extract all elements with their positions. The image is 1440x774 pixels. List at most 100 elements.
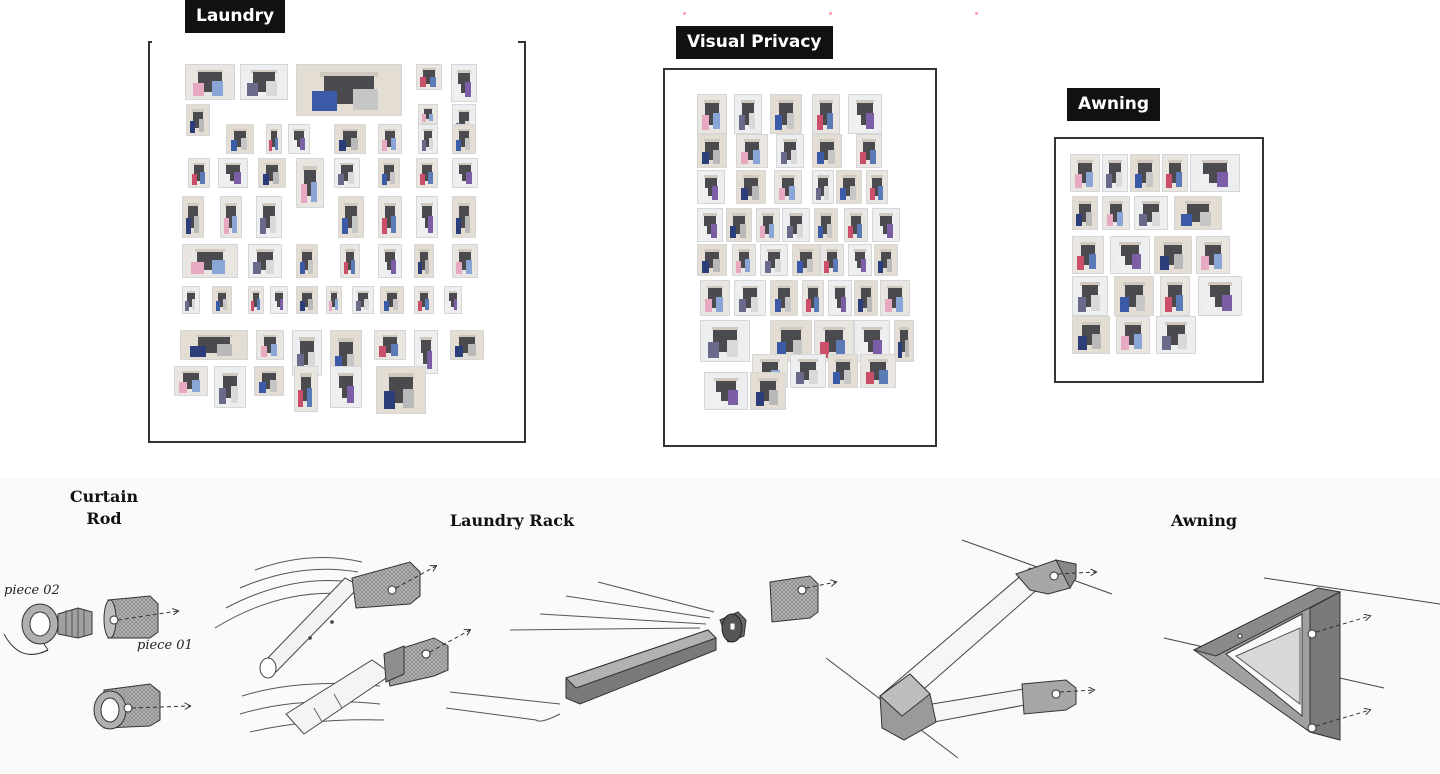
privacy-photo bbox=[790, 354, 826, 388]
privacy-photo bbox=[866, 170, 888, 204]
laundry-photo bbox=[182, 286, 200, 314]
laundry-photo bbox=[450, 330, 484, 360]
awning-photo bbox=[1102, 154, 1128, 192]
awning-photo bbox=[1116, 316, 1150, 354]
awning-bracket-drawing bbox=[1163, 577, 1440, 741]
laundry-photo bbox=[294, 366, 318, 412]
laundry-photo bbox=[214, 366, 246, 408]
laundry-photo bbox=[418, 104, 438, 124]
laundry-photo bbox=[452, 244, 478, 278]
privacy-photo bbox=[874, 244, 898, 276]
privacy-photo bbox=[760, 244, 788, 276]
curtain-rod-drawing bbox=[3, 595, 190, 730]
laundry-photo bbox=[334, 158, 360, 188]
laundry-photo bbox=[380, 286, 404, 314]
awning-photo bbox=[1198, 276, 1242, 316]
assembled-rod bbox=[93, 683, 190, 730]
laundry-photo bbox=[338, 196, 364, 238]
privacy-photo bbox=[782, 208, 810, 242]
laundry-photo bbox=[444, 286, 462, 314]
laundry-photo bbox=[256, 330, 284, 360]
privacy-photo bbox=[732, 244, 756, 276]
privacy-photo bbox=[697, 208, 723, 242]
piece-02-label: piece 02 bbox=[4, 583, 60, 598]
components-panel: Curtain Rod Laundry Rack Awning piece 02… bbox=[0, 478, 1440, 774]
privacy-photo bbox=[697, 244, 727, 276]
privacy-photo bbox=[802, 280, 824, 316]
awning-photo bbox=[1072, 276, 1108, 316]
privacy-photo bbox=[697, 134, 727, 168]
awning-photo bbox=[1072, 316, 1110, 354]
laundry-photo bbox=[326, 286, 342, 314]
awning-photo bbox=[1114, 276, 1154, 316]
laundry-photo bbox=[416, 196, 438, 238]
laundry-photo bbox=[212, 286, 232, 314]
laundry-photo bbox=[414, 330, 438, 374]
laundry-photo bbox=[452, 158, 478, 188]
photo-collage-panel: Laundry Visual Privacy Awning bbox=[148, 0, 1264, 447]
laundry-photo bbox=[340, 244, 360, 278]
laundry-photo bbox=[378, 244, 402, 278]
privacy-photo bbox=[828, 354, 858, 388]
privacy-photo bbox=[774, 170, 802, 204]
laundry-photo bbox=[296, 286, 318, 314]
awning-photo bbox=[1072, 236, 1104, 274]
awning-photo bbox=[1174, 196, 1222, 230]
laundry-rack-heading: Laundry Rack bbox=[449, 511, 575, 530]
piece-02-ring bbox=[3, 603, 93, 655]
awning-photo bbox=[1162, 154, 1188, 192]
laundry-photo bbox=[418, 124, 438, 154]
curtain-rod-heading: Curtain Rod bbox=[69, 487, 139, 528]
privacy-photo bbox=[880, 280, 910, 316]
laundry-photo bbox=[220, 196, 242, 238]
laundry-photo bbox=[352, 286, 374, 314]
privacy-photo bbox=[700, 280, 730, 316]
awning-photo bbox=[1110, 236, 1150, 274]
laundry-photo bbox=[376, 366, 426, 414]
privacy-photo bbox=[792, 244, 820, 276]
privacy-photo bbox=[734, 94, 762, 134]
awning-photo bbox=[1070, 154, 1100, 192]
laundry-photo bbox=[296, 158, 324, 208]
privacy-photo bbox=[756, 208, 780, 242]
privacy-photo bbox=[770, 94, 802, 134]
privacy-photo bbox=[726, 208, 752, 242]
privacy-photo bbox=[848, 94, 882, 134]
laundry-photo bbox=[218, 158, 248, 188]
laundry-photo bbox=[248, 286, 264, 314]
laundry-photo bbox=[266, 124, 282, 154]
privacy-photo bbox=[844, 208, 868, 242]
privacy-photo bbox=[776, 134, 804, 168]
privacy-photo bbox=[894, 320, 914, 362]
laundry-photo bbox=[174, 366, 208, 396]
privacy-photo bbox=[704, 372, 748, 410]
laundry-photo bbox=[416, 158, 438, 188]
awning-photo bbox=[1196, 236, 1230, 274]
privacy-photo bbox=[697, 170, 725, 204]
laundry-photo bbox=[186, 104, 210, 136]
privacy-photo bbox=[848, 244, 872, 276]
laundry-photo bbox=[188, 158, 210, 188]
laundry-photo bbox=[452, 124, 476, 154]
laundry-photo bbox=[240, 64, 288, 100]
laundry-photo bbox=[296, 244, 318, 278]
awning-photo bbox=[1156, 316, 1196, 354]
privacy-photo bbox=[812, 134, 842, 168]
awning-tag: Awning bbox=[1067, 88, 1161, 121]
piece-01-label: piece 01 bbox=[137, 638, 193, 653]
laundry-photo bbox=[378, 124, 402, 154]
piece-01-sleeve bbox=[103, 595, 178, 639]
laundry-photo bbox=[296, 64, 402, 116]
laundry-photo bbox=[256, 196, 282, 238]
laundry-photo bbox=[414, 244, 434, 278]
privacy-photo bbox=[812, 94, 840, 134]
laundry-photo bbox=[182, 244, 238, 278]
awning-photo bbox=[1190, 154, 1240, 192]
awning-heading: Awning bbox=[1170, 511, 1238, 530]
awning-photo bbox=[1072, 196, 1098, 230]
laundry-photo bbox=[374, 330, 406, 360]
privacy-photo bbox=[872, 208, 900, 242]
privacy-photo bbox=[736, 134, 768, 168]
laundry-photo bbox=[248, 244, 282, 278]
laundry-rack-drawing bbox=[214, 557, 836, 735]
